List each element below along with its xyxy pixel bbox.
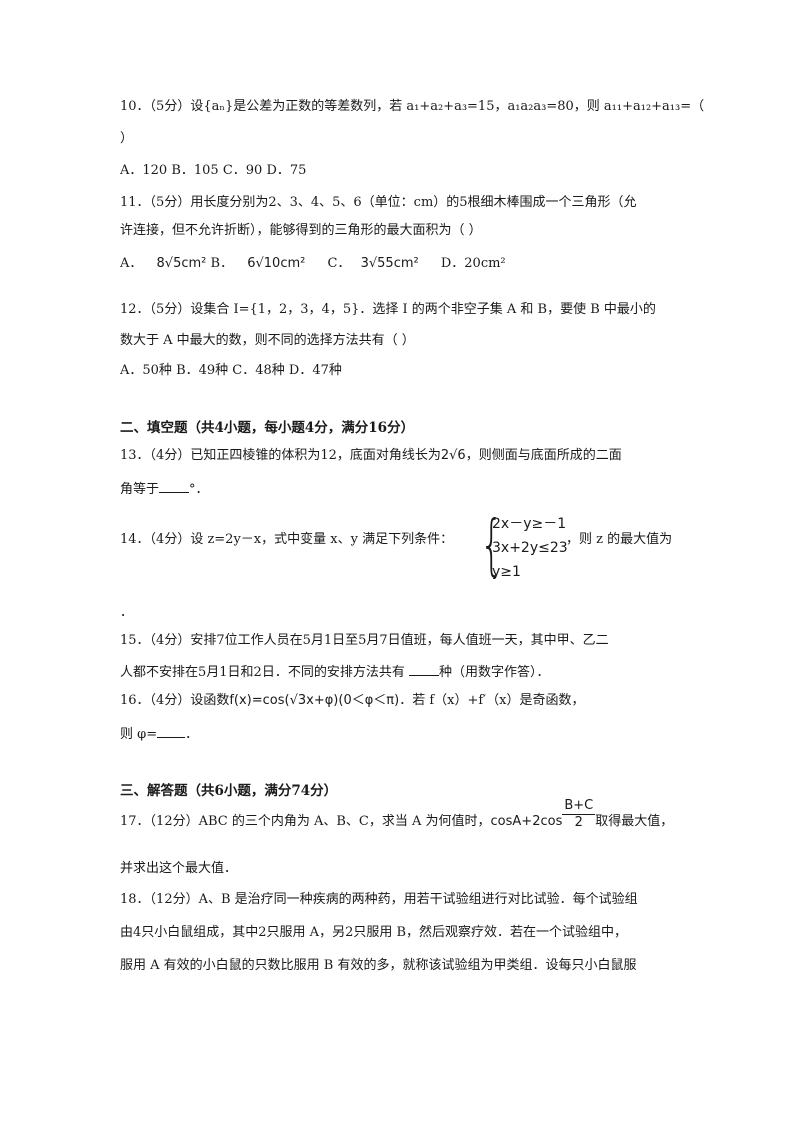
q11-options: A． 8√5cm² B． 6√10cm² C． 3√55cm² D．20cm² bbox=[120, 255, 506, 273]
q17-expr: cosA+2cos bbox=[490, 814, 563, 829]
q15-line2: 人都不安排在5月1日和2日．不同的安排方法共有 种（用数字作答）． bbox=[120, 663, 549, 682]
q12-line2: 数大于 A 中最大的数，则不同的选择方法共有（ ） bbox=[120, 333, 415, 348]
q11-opt-c: 3√55cm² bbox=[360, 256, 419, 271]
q14-cond1: 2x－y≥－1 bbox=[492, 516, 567, 532]
q11-opt-b-label: B． bbox=[210, 256, 234, 271]
q12-options: A．50种 B．49种 C．48种 D．47种 bbox=[120, 363, 342, 378]
q11-line1: 11．（5分）用长度分别为2、3、4、5、6（单位：cm）的5根细木棒围成一个三… bbox=[120, 195, 637, 210]
q14-end: ． bbox=[120, 605, 134, 620]
q11-line2: 许连接，但不允许折断），能够得到的三角形的最大面积为（ ） bbox=[120, 223, 482, 238]
answer-blank[interactable] bbox=[157, 725, 186, 738]
q10-line1: 10．（5分）设{aₙ}是公差为正数的等差数列，若 a₁+a₂+a₃=15，a₁… bbox=[120, 99, 705, 114]
q16-text-a: 16．（4分）设函数 bbox=[120, 693, 230, 708]
q11-opt-d: D．20cm² bbox=[440, 256, 506, 271]
q13-text-c: 角等于 bbox=[120, 482, 160, 497]
q14-post: ，则 z 的最大值为 bbox=[566, 532, 673, 547]
q13-math: 2√6 bbox=[440, 448, 466, 463]
q17-frac-num: B+C bbox=[562, 798, 596, 815]
q10-line2: ） bbox=[120, 131, 134, 146]
q13-text-a: 13．（4分）已知正四棱锥的体积为12，底面对角线长为 bbox=[120, 448, 441, 463]
q17-line1: 17．（12分）ABC 的三个内角为 A、B、C，求当 A 为何值时，cosA+… bbox=[120, 798, 674, 831]
section2-heading: 二、填空题（共4小题，每小题4分，满分16分） bbox=[120, 420, 415, 436]
q17-text-a: 17．（12分）ABC 的三个内角为 A、B、C，求当 A 为何值时， bbox=[120, 814, 491, 829]
q18-line2: 由4只小白鼠组成，其中2只服用 A，另2只服用 B，然后观察疗效．若在一个试验组… bbox=[120, 925, 628, 940]
q11-opt-c-label: C． bbox=[327, 256, 351, 271]
q18-line1: 18．（12分）A、B 是治疗同一种疾病的两种药，用若干试验组进行对比试验．每个… bbox=[120, 892, 638, 907]
section3-heading: 三、解答题（共6小题，满分74分） bbox=[120, 783, 338, 799]
q11-opt-a: 8√5cm² bbox=[156, 256, 207, 271]
q17-line2: 并求出这个最大值． bbox=[120, 861, 238, 876]
q16-text-c: 则 φ= bbox=[120, 727, 158, 742]
q13-line2: 角等于 °． bbox=[120, 480, 209, 499]
q15-text-b: 种（用数字作答）． bbox=[438, 665, 550, 680]
q18-line3: 服用 A 有效的小白鼠的只数比服用 B 有效的多，就称该试验组为甲类组．设每只小… bbox=[120, 958, 637, 973]
q11-opt-a-label: A． bbox=[120, 256, 143, 271]
q16-math: f(x)=cos(√3x+φ)(0＜φ＜π) bbox=[229, 693, 400, 708]
q13-text-d: °． bbox=[189, 482, 209, 497]
q17-frac-den: 2 bbox=[574, 815, 583, 830]
q17-text-b: 取得最大值， bbox=[595, 814, 674, 829]
q16-line1: 16．（4分）设函数f(x)=cos(√3x+φ)(0＜φ＜π)．若 f（x）+… bbox=[120, 692, 584, 710]
answer-blank[interactable] bbox=[408, 663, 439, 676]
answer-blank[interactable] bbox=[159, 480, 190, 493]
q10-options: A．120 B．105 C．90 D．75 bbox=[120, 163, 307, 178]
q14-cond2: 3x+2y≤23 bbox=[492, 540, 568, 556]
q15-line1: 15．（4分）安排7位工作人员在5月1日至5月7日值班，每人值班一天，其中甲、乙… bbox=[120, 633, 609, 648]
q12-line1: 12．（5分）设集合 I={1，2，3，4，5}．选择 I 的两个非空子集 A … bbox=[120, 302, 656, 317]
q15-text-a: 人都不安排在5月1日和2日．不同的安排方法共有 bbox=[120, 665, 409, 680]
q13-line1: 13．（4分）已知正四棱锥的体积为12，底面对角线长为2√6，则侧面与底面所成的… bbox=[120, 447, 622, 465]
q13-text-b: ，则侧面与底面所成的二面 bbox=[465, 448, 622, 463]
q16-text-d: ． bbox=[185, 727, 199, 742]
q16-text-b: ．若 f（x）+f′（x）是奇函数， bbox=[399, 693, 585, 708]
q14-pre: 14．（4分）设 z=2y－x，式中变量 x、y 满足下列条件： bbox=[120, 532, 454, 547]
q16-line2: 则 φ= ． bbox=[120, 725, 198, 744]
q11-opt-b: 6√10cm² bbox=[247, 256, 306, 271]
brace-icon: { bbox=[480, 506, 504, 583]
q14-cond3: y≥1 bbox=[492, 564, 521, 580]
